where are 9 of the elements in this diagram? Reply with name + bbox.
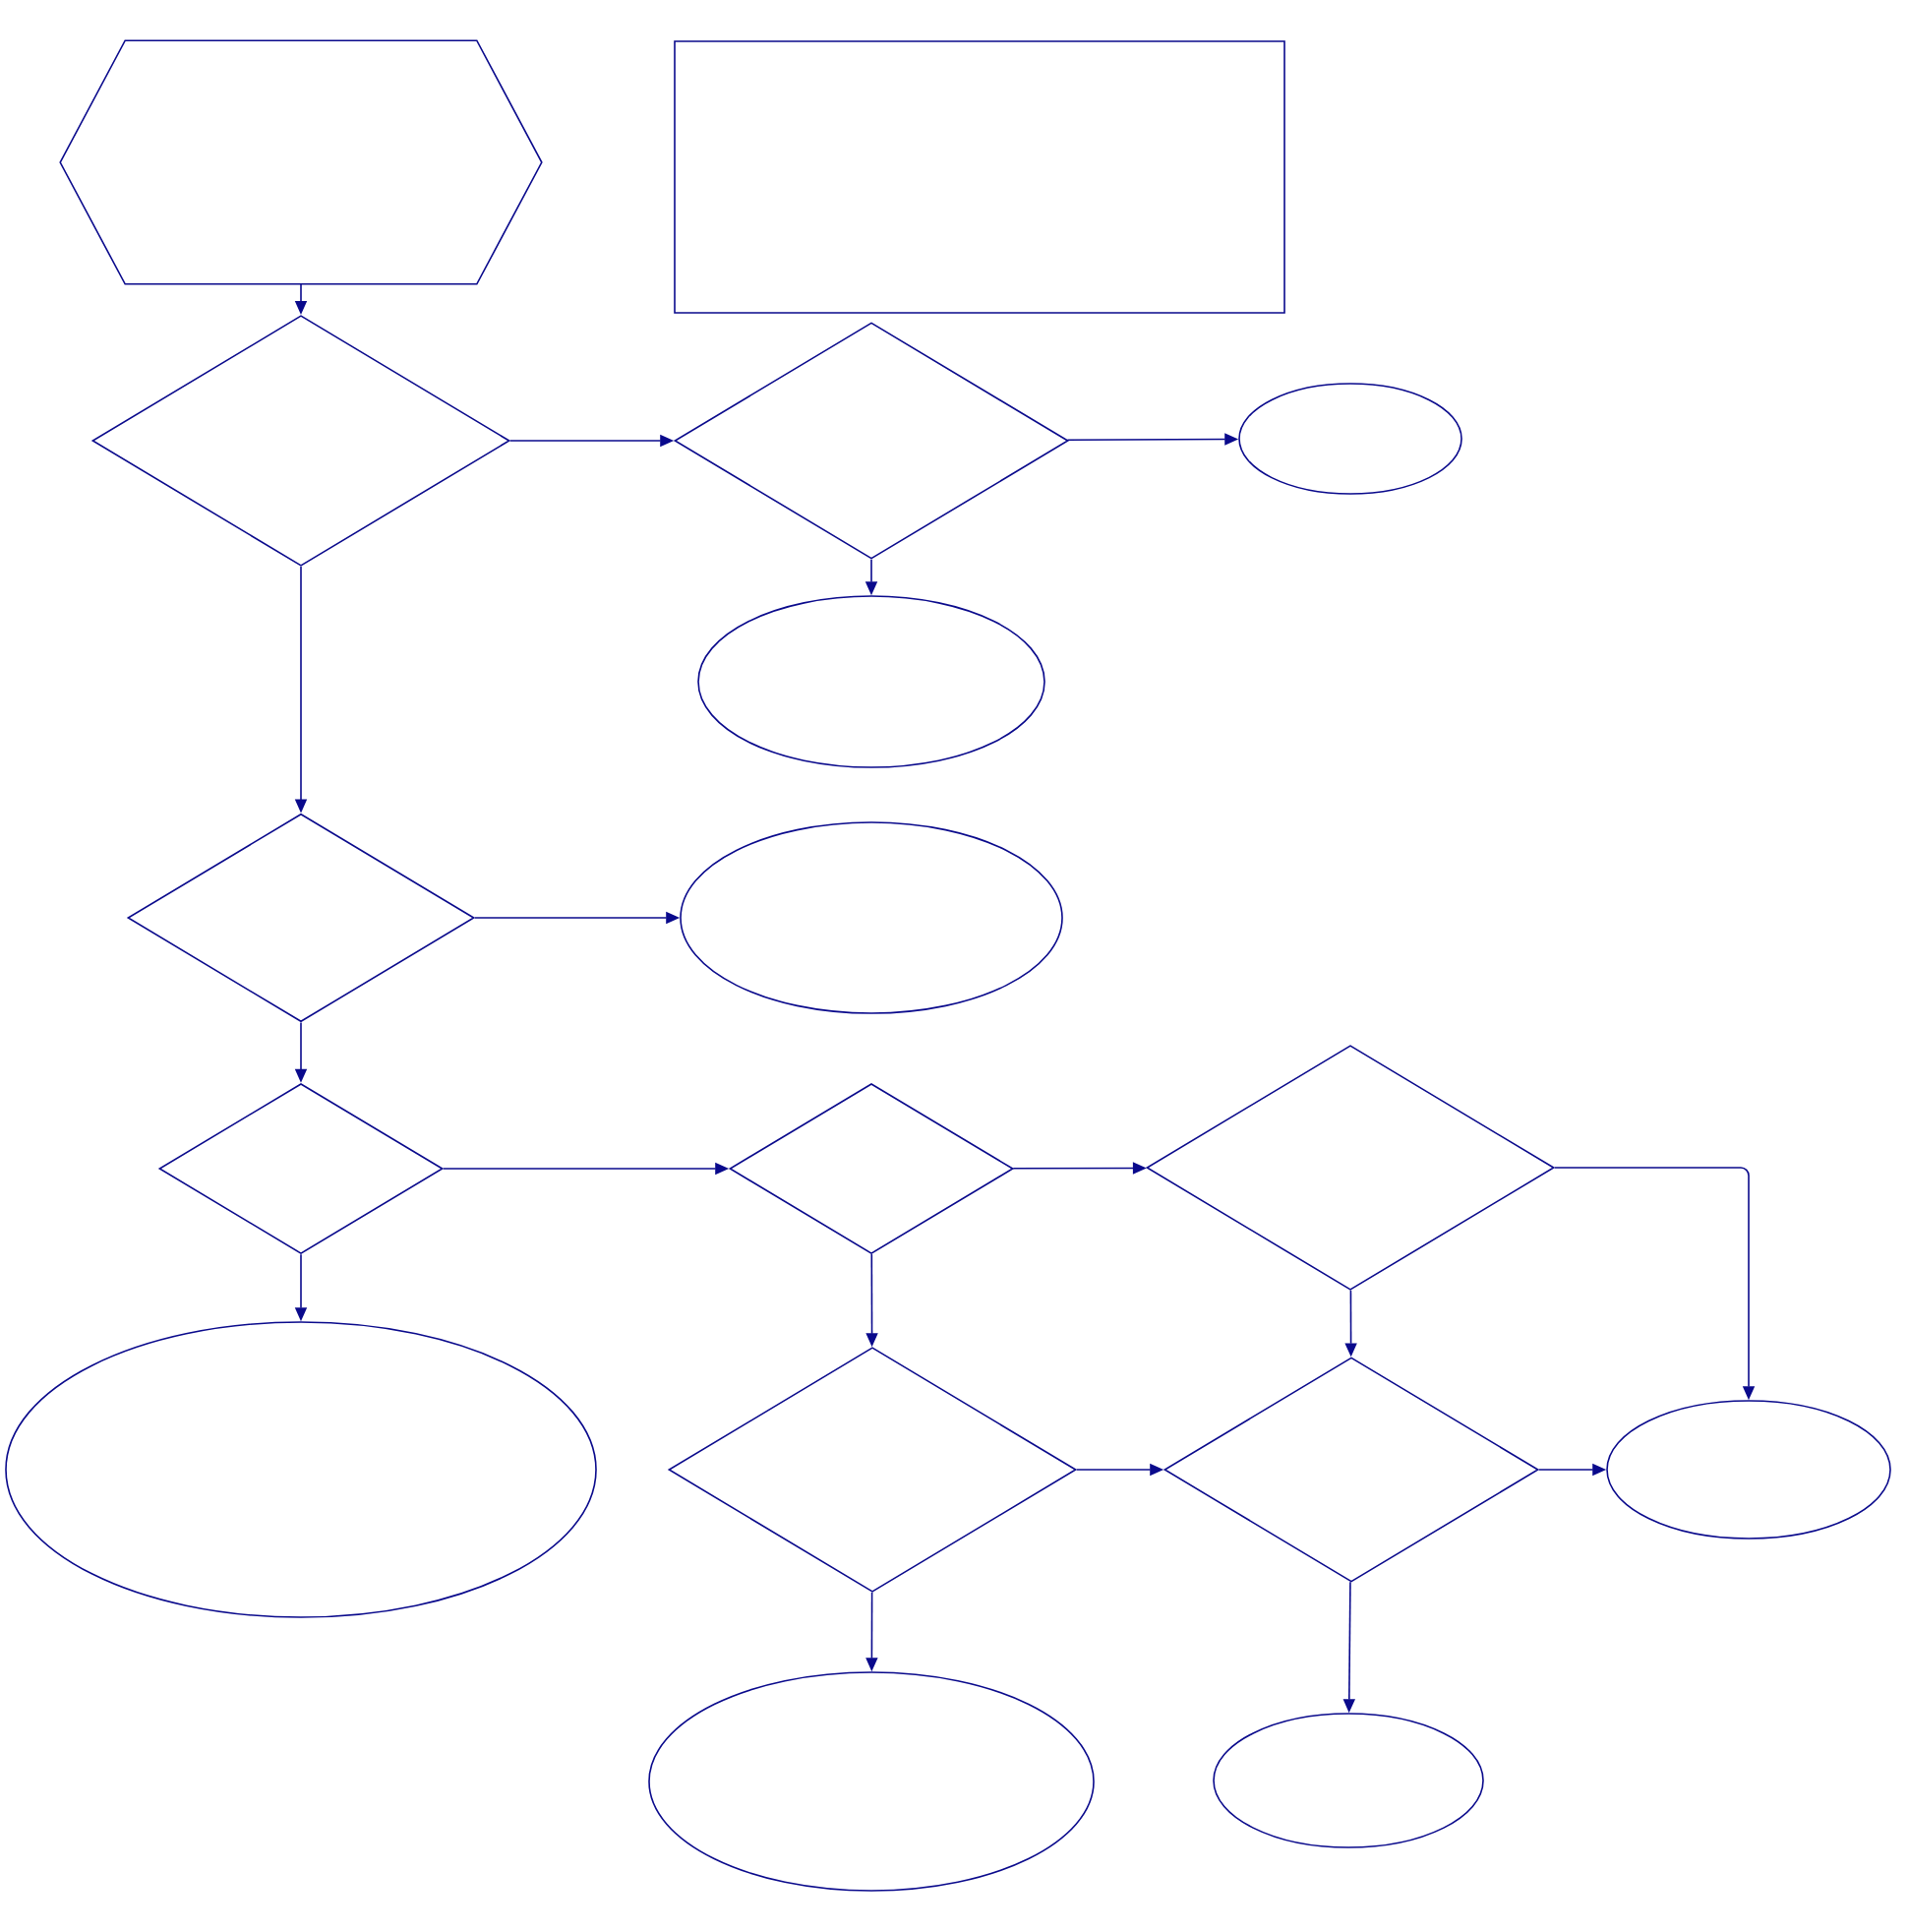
ellipse xyxy=(1213,1713,1484,1848)
ellipse xyxy=(648,1671,1095,1892)
ellipse xyxy=(697,595,1045,768)
ellipse xyxy=(1606,1400,1891,1540)
ellipse xyxy=(1238,383,1462,495)
empty-box xyxy=(674,40,1285,314)
ellipse xyxy=(680,821,1063,1014)
hexagon xyxy=(59,39,543,285)
ellipse xyxy=(5,1321,597,1618)
